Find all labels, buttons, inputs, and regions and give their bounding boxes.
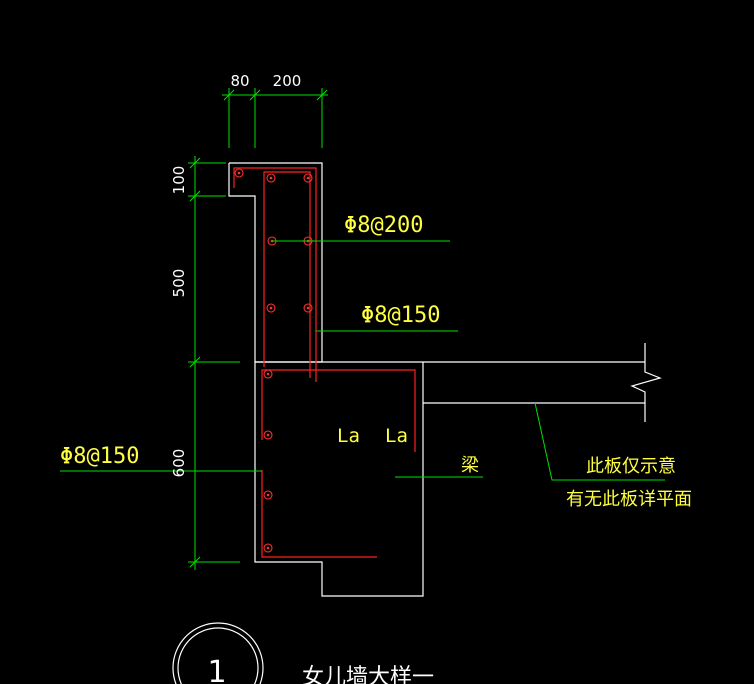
detail-title: 女儿墙大样一 xyxy=(302,665,434,684)
label-texts: Φ8@200 Φ8@150 Φ8@150 La La 梁 此板仅示意 有无此板详… xyxy=(60,213,692,510)
label-la-2: La xyxy=(385,425,408,447)
label-rebar-left: Φ8@150 xyxy=(60,444,139,469)
beam-stirrup-rebar xyxy=(261,369,416,452)
rebar-dot-9 xyxy=(263,430,273,440)
label-slab-note-2: 有无此板详平面 xyxy=(566,489,692,510)
detail-texts: 1 女儿墙大样一 xyxy=(207,655,434,684)
rebar-section-dots xyxy=(234,168,313,553)
rebar-dot-6 xyxy=(266,303,276,313)
label-beam: 梁 xyxy=(461,455,479,476)
dim-top-200: 200 xyxy=(273,72,302,90)
detail-circle-inner xyxy=(177,627,259,684)
label-rebar-top: Φ8@200 xyxy=(344,213,423,238)
rebar-dot-center-1 xyxy=(237,171,241,175)
dim-side-600: 600 xyxy=(170,449,188,478)
rebar-dot-7 xyxy=(303,303,313,313)
concrete-outline xyxy=(228,162,662,597)
rebar-dot-center-6 xyxy=(269,306,273,310)
label-slab-note-1: 此板仅示意 xyxy=(586,456,676,477)
dim-top-80: 80 xyxy=(230,72,249,90)
label-rebar-mid: Φ8@150 xyxy=(361,303,440,328)
rebar-dot-3 xyxy=(303,173,313,183)
dim-side-100: 100 xyxy=(170,166,188,195)
rebar-dot-10 xyxy=(263,490,273,500)
beam-bottom-rebar xyxy=(261,470,377,558)
top-tick-3 xyxy=(316,89,328,101)
detail-symbol xyxy=(172,622,264,684)
rebar-dot-8 xyxy=(263,369,273,379)
side-tick-1 xyxy=(189,157,201,169)
parapet-rebar-inner xyxy=(263,171,311,378)
dimension-lines xyxy=(188,88,328,570)
side-tick-3 xyxy=(189,356,201,368)
parapet-rebar-outer xyxy=(233,167,317,382)
dim-side-500: 500 xyxy=(170,269,188,298)
detail-number: 1 xyxy=(207,655,226,684)
rebar-dot-center-8 xyxy=(266,372,270,376)
rebar-dot-2 xyxy=(266,173,276,183)
rebar-dot-center-7 xyxy=(306,306,310,310)
rebar-dot-center-10 xyxy=(266,493,270,497)
side-tick-4 xyxy=(189,556,201,568)
rebar-dot-1 xyxy=(234,168,244,178)
beam-outline xyxy=(254,362,424,597)
side-tick-2 xyxy=(189,190,201,202)
rebar-lines xyxy=(233,167,416,558)
slab-break-line xyxy=(630,343,662,422)
top-tick-1 xyxy=(223,89,235,101)
rebar-dot-center-9 xyxy=(266,433,270,437)
rebar-dot-center-3 xyxy=(306,176,310,180)
leader-slab-note xyxy=(534,402,665,481)
rebar-dot-center-2 xyxy=(269,176,273,180)
rebar-dot-11 xyxy=(263,543,273,553)
top-tick-2 xyxy=(249,89,261,101)
leader-lines xyxy=(60,240,665,481)
dimension-texts: 80 200 100 500 600 xyxy=(170,72,301,477)
detail-circle xyxy=(172,622,264,684)
label-la-1: La xyxy=(337,425,360,447)
rebar-dot-center-11 xyxy=(266,546,270,550)
